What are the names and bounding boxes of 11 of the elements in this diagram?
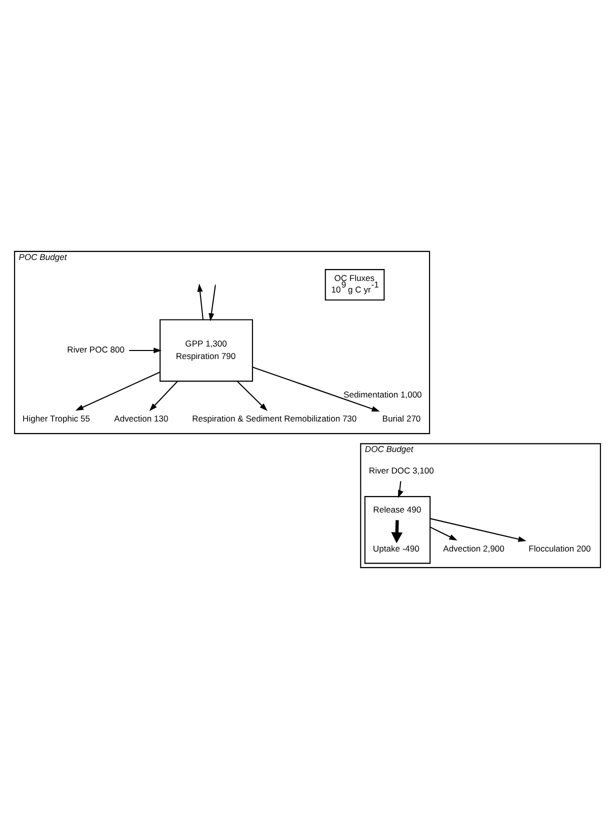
node-text: Uptake -490 [372,542,420,553]
node-text: River DOC 3,100 [368,464,434,475]
node-text: Release 490 [373,504,422,514]
edge-label: Sedimentation 1,000 [344,389,422,400]
node-text: Higher Trophic 55 [22,413,90,424]
node-text: Flocculation 200 [528,542,591,553]
node-text: Advection 130 [114,413,168,424]
node-text: Burial 270 [382,413,421,424]
node-text: Respiration & Sediment Remobilization 730 [192,413,357,424]
node-text: River POC 800 [67,344,125,354]
node-text: Advection 2,900 [443,542,504,553]
